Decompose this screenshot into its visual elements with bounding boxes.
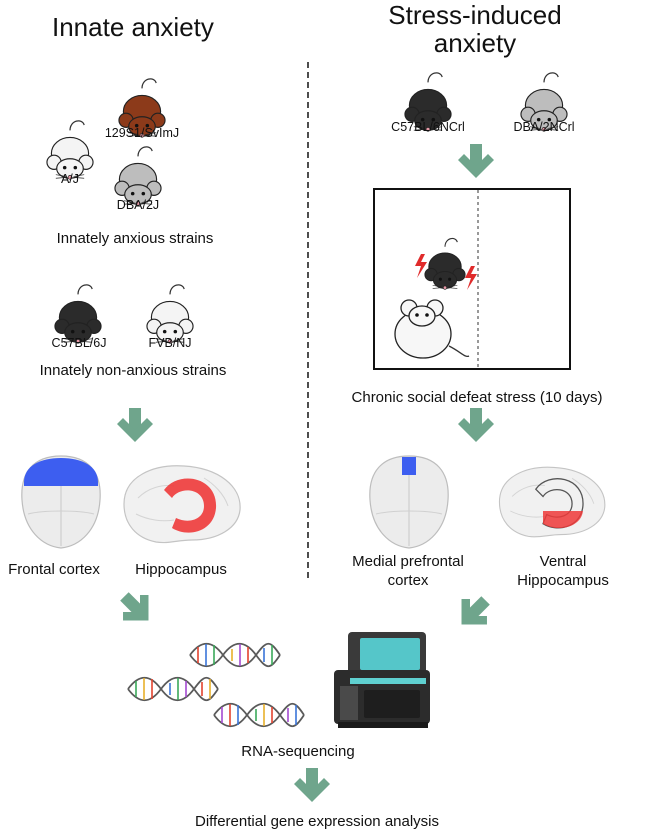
anxious-strains-caption: Innately anxious strains (56, 230, 214, 247)
arrow-down-icon (117, 408, 153, 442)
brain-dorsal-mpfc (369, 455, 449, 549)
strain-label-aj: A/J (60, 172, 80, 186)
region-label-vhip-line1: Ventral (539, 553, 587, 570)
arrow-diagonal-icon (448, 587, 499, 638)
dna-strand-icon (189, 642, 281, 668)
mouse-icon-fvbnj (146, 284, 194, 344)
defeat-cage (373, 188, 571, 370)
arrow-down-icon (294, 768, 330, 802)
arrow-down-icon (458, 144, 494, 178)
strain-label-dba2j: DBA/2J (116, 198, 160, 212)
rna-seq-label: RNA-sequencing (241, 743, 355, 760)
strain-label-dba2ncrl: DBA/2NCrl (513, 120, 575, 134)
arrow-diagonal-icon (111, 583, 162, 634)
stress-anxiety-title-line1: Stress-induced (388, 0, 562, 30)
dna-strand-icon (213, 702, 305, 728)
strain-label-fvbnj: FVB/NJ (148, 336, 192, 350)
region-label-hippocampus: Hippocampus (135, 561, 227, 578)
brain-dorsal-frontal-cortex (21, 455, 101, 549)
dge-analysis-label: Differential gene expression analysis (194, 813, 440, 830)
innate-anxiety-title: Innate anxiety (52, 12, 214, 42)
brain-sagittal-hippocampus (123, 465, 241, 544)
aggressor-mouse-icon (394, 299, 470, 359)
stress-bolt-icon (465, 266, 477, 290)
mouse-icon-dba2j (114, 146, 162, 206)
region-label-mpfc-line1: Medial prefrontal (352, 553, 464, 570)
stress-bolt-icon (415, 254, 427, 278)
mouse-icon-c57bl6j (54, 284, 102, 344)
strain-label-c57bl6j: C57BL/6J (51, 336, 107, 350)
defeat-stress-caption: Chronic social defeat stress (10 days) (351, 389, 603, 406)
brain-sagittal-ventral-hippocampus (498, 466, 606, 538)
arrow-down-icon (458, 408, 494, 442)
strain-label-129s1: 129S1/SvImJ (104, 126, 180, 140)
stress-anxiety-title-line2: anxiety (433, 28, 517, 58)
region-label-frontal-cortex: Frontal cortex (8, 561, 100, 578)
strain-label-c57bl6ncrl: C57BL/6NCrl (391, 120, 465, 134)
sequencer-icon (334, 632, 430, 728)
nonanxious-strains-caption: Innately non-anxious strains (39, 362, 227, 379)
panel-divider (307, 62, 309, 582)
region-label-vhip-line2: Hippocampus (517, 572, 609, 589)
region-label-mpfc-line2: cortex (387, 572, 429, 589)
mouse-icon-aj (46, 120, 94, 180)
dna-strand-icon (127, 676, 219, 702)
